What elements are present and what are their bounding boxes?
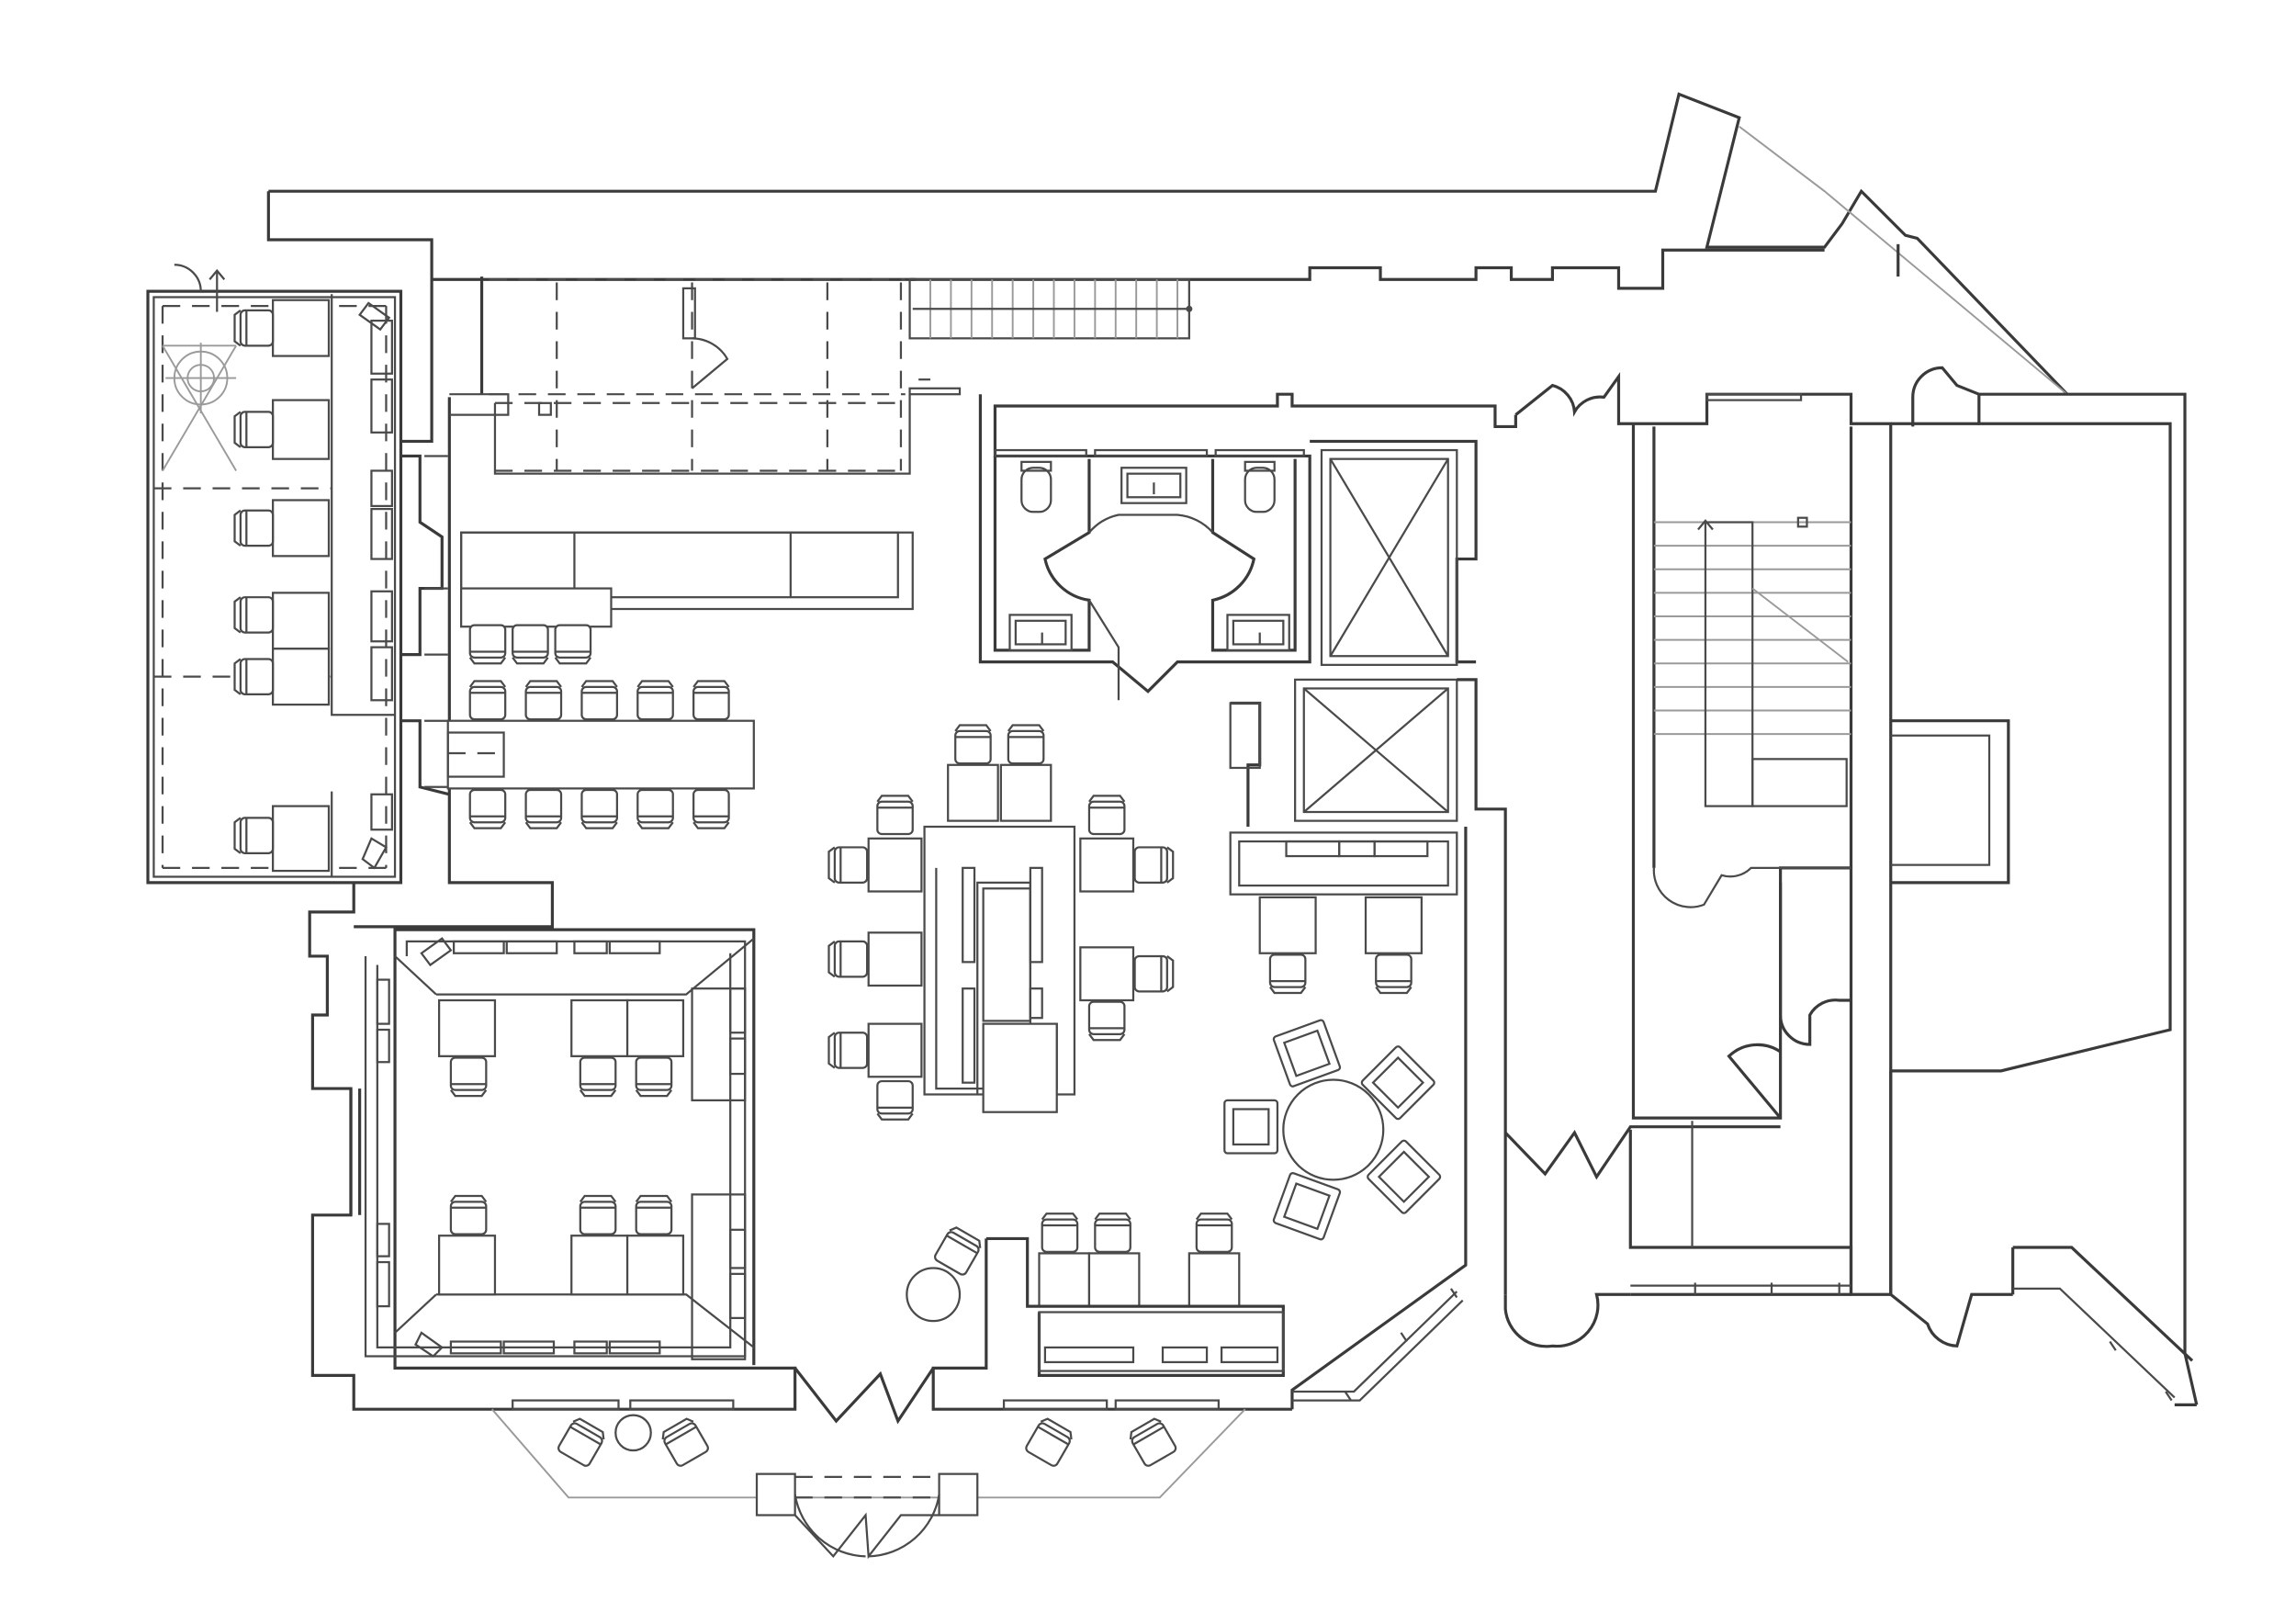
lift-shafts xyxy=(1294,371,1634,1295)
entrance xyxy=(491,1367,1246,1560)
central-seating xyxy=(827,724,1175,1121)
stair-core xyxy=(1631,366,2010,1296)
left-wing xyxy=(146,264,403,885)
lower-right-walls xyxy=(1503,1070,2197,1406)
storage-bays xyxy=(449,276,962,475)
exterior-walls xyxy=(266,92,2199,1405)
lower-middle-area xyxy=(906,1212,1292,1411)
communal-table xyxy=(446,680,755,829)
counter-area xyxy=(460,531,914,665)
staircase-upper xyxy=(908,277,1193,340)
lower-left-room xyxy=(308,882,797,1411)
window-ledges xyxy=(1291,1282,2173,1402)
right-lounge xyxy=(1223,701,1468,1410)
restroom-block xyxy=(978,392,1517,701)
